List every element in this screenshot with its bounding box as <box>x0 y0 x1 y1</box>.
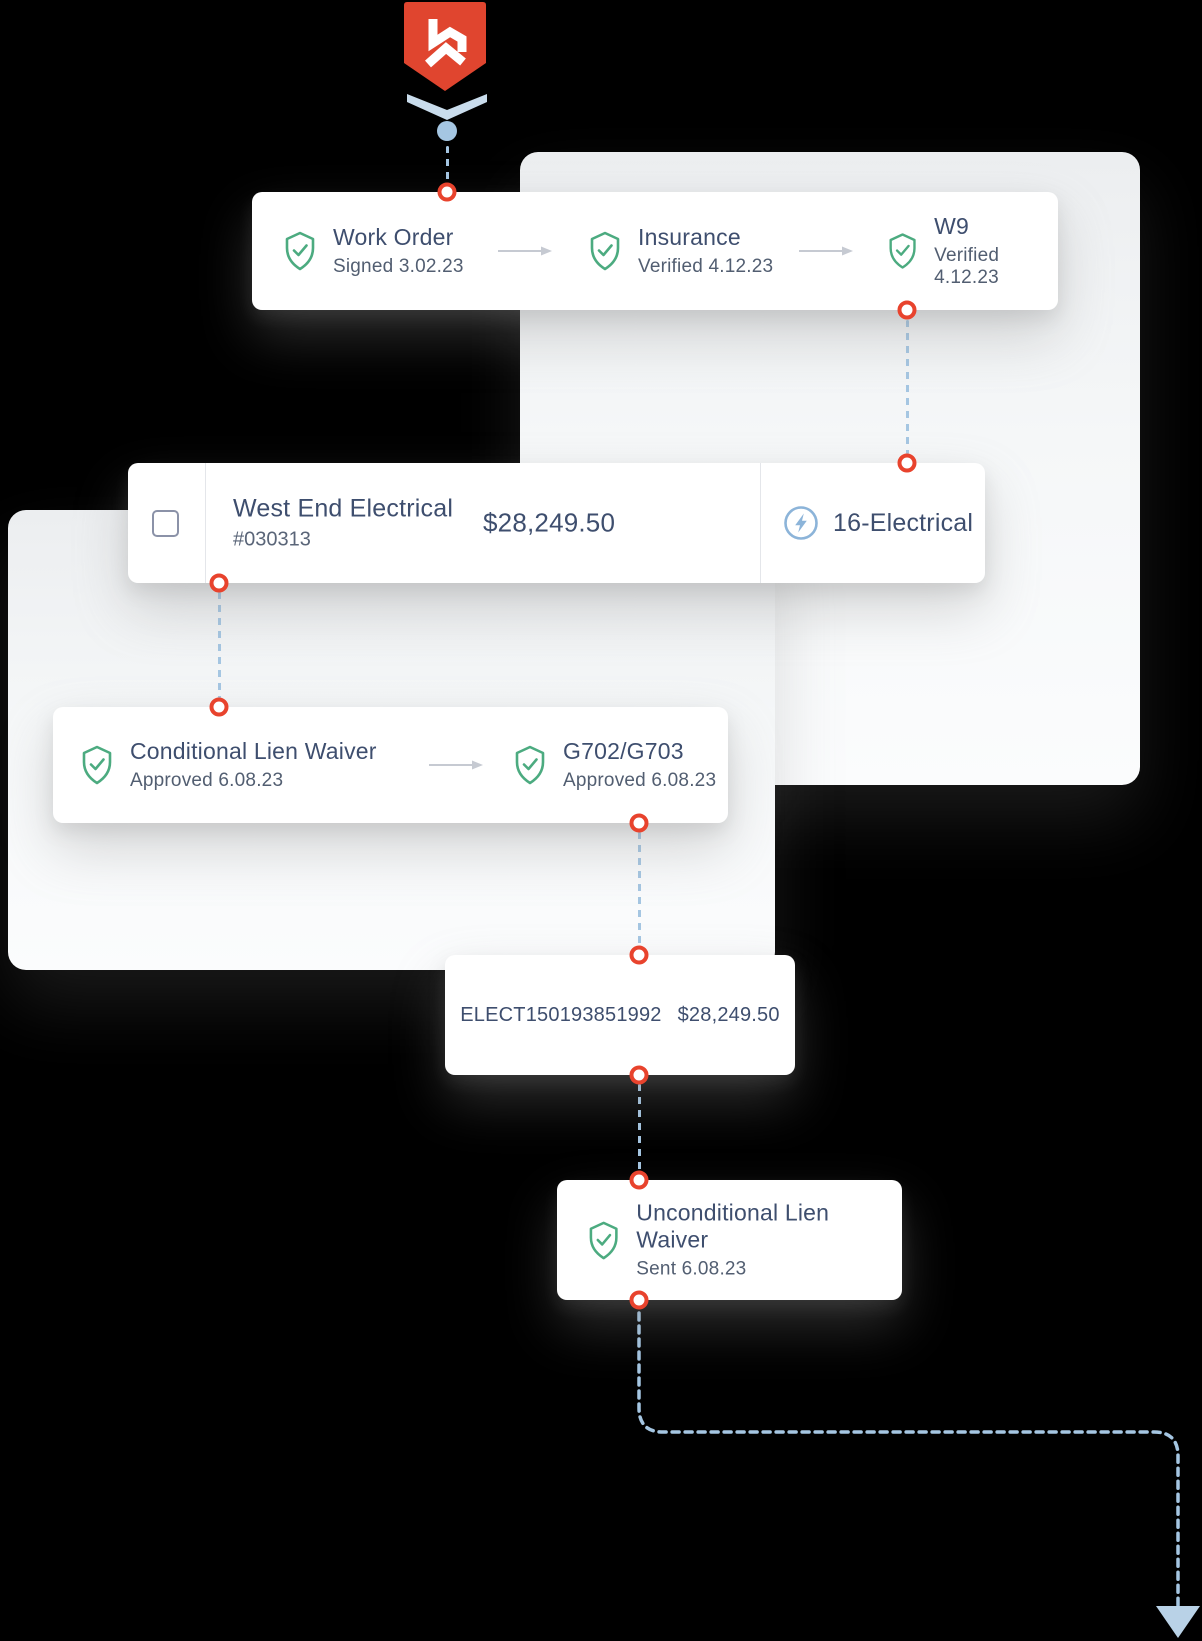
doc-subtitle: Verified 4.12.23 <box>934 245 1000 288</box>
doc-item-insurance: Insurance Verified 4.12.23 <box>588 224 773 278</box>
doc-item-g702-g703: G702/G703 Approved 6.08.23 <box>513 738 716 792</box>
vendor-amount: $28,249.50 <box>483 507 616 538</box>
vendor-order-number: #030313 <box>233 528 311 551</box>
connector-node <box>897 300 917 320</box>
trade-label: 16-Electrical <box>833 508 974 537</box>
doc-title: G702/G703 <box>563 738 684 764</box>
doc-subtitle: Verified 4.12.23 <box>638 256 774 277</box>
connector-dashed-line <box>217 592 221 698</box>
doc-title: W9 <box>934 213 970 239</box>
connector-dot <box>437 121 457 141</box>
shield-check-icon <box>285 231 315 271</box>
arrow-right-icon <box>498 246 552 256</box>
doc-subtitle: Sent 6.08.23 <box>636 1258 747 1280</box>
doc-subtitle: Approved 6.08.23 <box>130 770 284 791</box>
payment-line: ELECT150193851992 $28,249.50 <box>445 955 795 1075</box>
unconditional-card: Unconditional Lien Waiver Sent 6.08.23 <box>557 1180 902 1300</box>
divider <box>205 463 206 583</box>
waivers-card: Conditional Lien Waiver Approved 6.08.23… <box>53 707 728 823</box>
divider <box>760 463 761 583</box>
doc-title: Work Order <box>333 224 454 250</box>
trade-block: 16-Electrical <box>783 505 973 541</box>
doc-title: Unconditional Lien Waiver <box>636 1199 830 1253</box>
lightning-bolt-icon <box>784 506 818 540</box>
shield-check-icon <box>889 233 916 269</box>
arrow-right-icon <box>429 760 483 770</box>
connector-node <box>437 182 457 202</box>
doc-title: Conditional Lien Waiver <box>130 738 377 764</box>
doc-item-work-order: Work Order Signed 3.02.23 <box>283 224 464 278</box>
documents-card: Work Order Signed 3.02.23 Insurance Veri… <box>252 192 1058 310</box>
shield-check-icon <box>82 745 112 785</box>
connector-node <box>629 813 649 833</box>
connector-dashed-line <box>445 146 449 184</box>
connector-node <box>897 453 917 473</box>
connector-dashed-line <box>905 320 909 454</box>
arrow-right-icon <box>799 246 853 256</box>
arrow-down-icon <box>1156 1606 1200 1638</box>
doc-subtitle: Signed 3.02.23 <box>333 256 464 277</box>
vendor-name-block: West End Electrical #030313 <box>233 495 453 552</box>
connector-dashed-line <box>637 832 641 946</box>
payment-amount: $28,249.50 <box>677 1003 780 1026</box>
doc-item-w9: W9 Verified 4.12.23 <box>887 213 1058 289</box>
connector-node <box>209 573 229 593</box>
payment-reference: ELECT150193851992 <box>460 1003 662 1026</box>
doc-subtitle: Approved 6.08.23 <box>563 770 717 791</box>
vendor-name: West End Electrical <box>233 494 454 523</box>
payment-card: ELECT150193851992 $28,249.50 <box>445 955 795 1075</box>
chevron-down-icon <box>407 94 487 120</box>
connector-node <box>629 1065 649 1085</box>
connector-node <box>629 1290 649 1310</box>
shield-check-icon <box>589 1221 618 1259</box>
vendor-checkbox[interactable] <box>152 510 179 537</box>
flow-elbow-connector <box>637 1298 1200 1638</box>
doc-item-conditional-lien-waiver: Conditional Lien Waiver Approved 6.08.23 <box>80 738 377 792</box>
brand-badge-icon <box>404 2 486 91</box>
connector-dashed-line <box>637 1084 641 1171</box>
doc-title: Insurance <box>638 224 741 250</box>
connector-node <box>209 697 229 717</box>
connector-node <box>629 1170 649 1190</box>
doc-item-unconditional-lien-waiver: Unconditional Lien Waiver Sent 6.08.23 <box>587 1200 902 1281</box>
connector-node <box>629 945 649 965</box>
shield-check-icon <box>515 745 545 785</box>
shield-check-icon <box>590 231 620 271</box>
vendor-row-card: West End Electrical #030313 $28,249.50 1… <box>128 463 985 583</box>
